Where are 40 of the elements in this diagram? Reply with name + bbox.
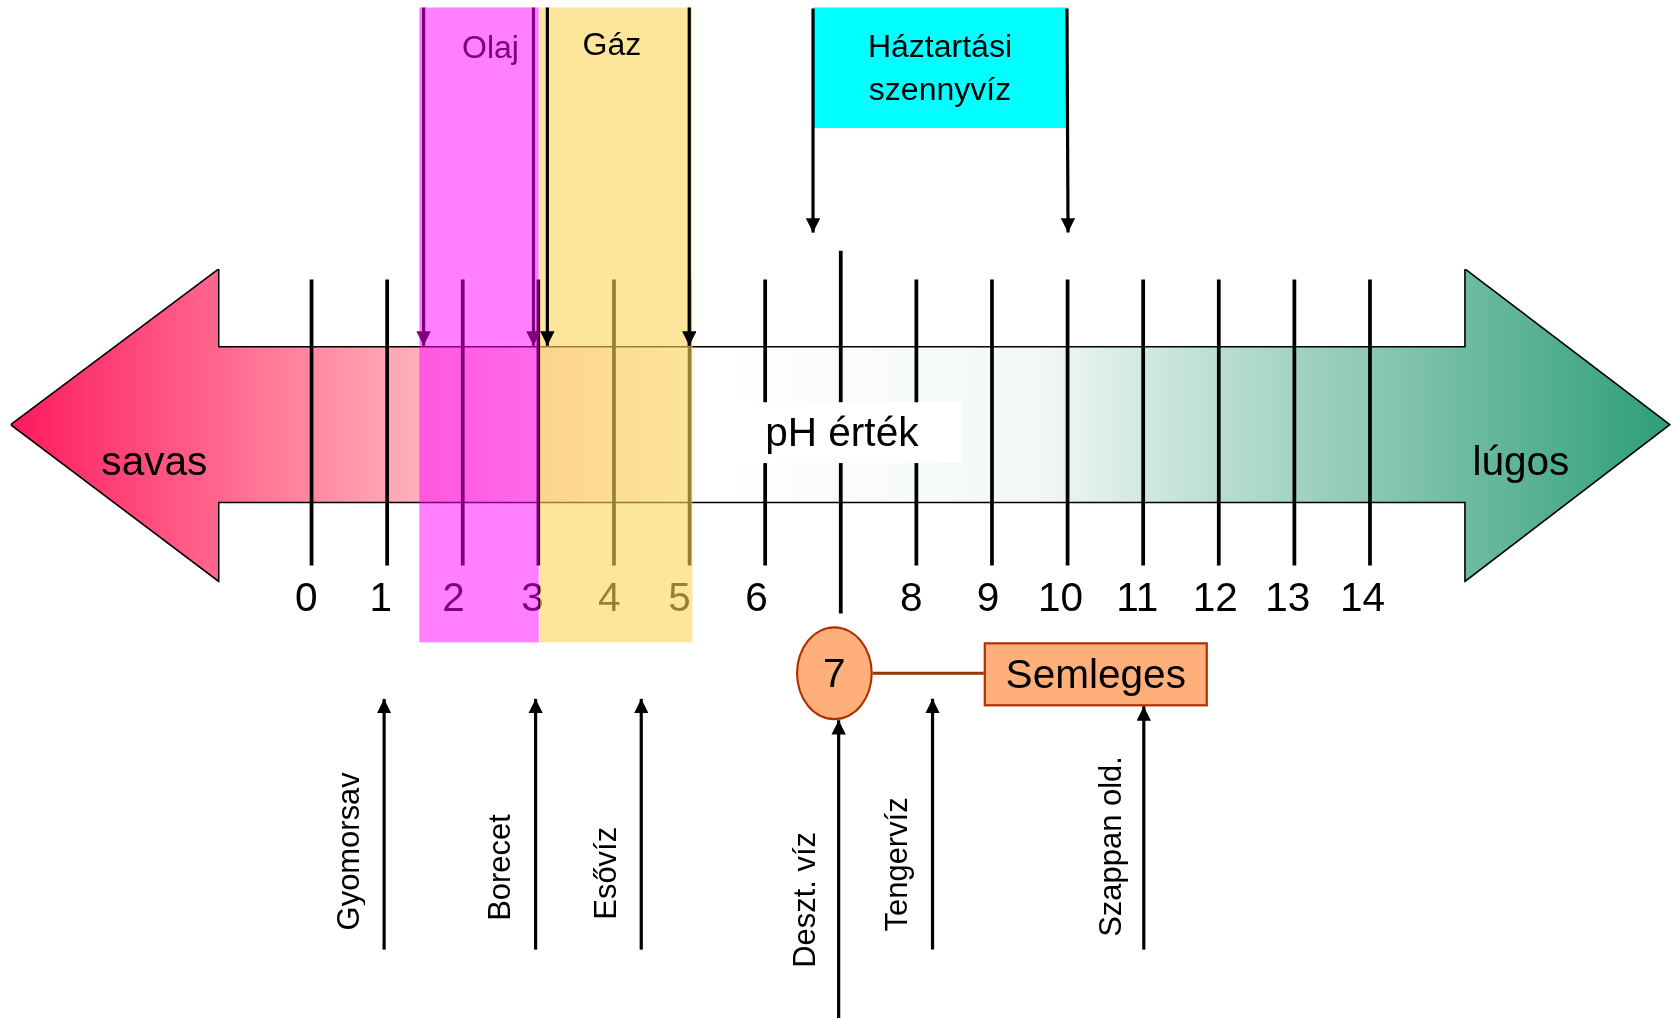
arrow xyxy=(376,698,392,950)
arrow xyxy=(831,720,846,1018)
tick-label: 11 xyxy=(1115,576,1160,621)
arrow xyxy=(1060,8,1076,233)
arrow xyxy=(682,7,697,346)
arrow xyxy=(416,7,431,346)
label-box: Semleges xyxy=(983,642,1208,707)
band-label: Gáz xyxy=(582,26,642,62)
arrow xyxy=(925,698,940,950)
direction-label: lúgos xyxy=(1472,439,1570,485)
arrow xyxy=(634,698,649,950)
tick-label: 0 xyxy=(293,576,319,621)
band-label: Olaj xyxy=(462,28,519,64)
arrow xyxy=(528,698,543,950)
tick-label: 4 xyxy=(596,576,622,621)
range-box: Háztartási szennyvíz xyxy=(813,7,1067,129)
sample-label: Tengervíz xyxy=(881,778,913,932)
tick-label: 13 xyxy=(1264,576,1312,621)
tick-label: 12 xyxy=(1191,576,1239,621)
arrow xyxy=(526,7,541,346)
sample-label: Gyomorsav xyxy=(332,768,364,931)
sample-label: Borecet xyxy=(484,798,516,921)
tick-label: 14 xyxy=(1338,576,1387,621)
tick-label: 8 xyxy=(898,576,924,621)
arrow xyxy=(540,7,555,346)
double-arrow xyxy=(10,268,1671,583)
connector-line xyxy=(872,671,984,675)
tick-label: 5 xyxy=(667,576,692,621)
tick-label: 6 xyxy=(744,576,769,621)
tick-label: 9 xyxy=(975,576,1001,621)
sample-label: Szappan old. xyxy=(1095,746,1127,937)
value-circle: 7 xyxy=(795,626,873,721)
tick-label: 1 xyxy=(368,576,394,621)
arrow xyxy=(805,8,821,233)
tick-label: 10 xyxy=(1037,576,1085,621)
arrow xyxy=(1136,706,1151,950)
direction-label: savas xyxy=(101,439,208,485)
tick-label: 2 xyxy=(441,576,466,621)
sample-label: Esővíz xyxy=(590,813,621,920)
sample-label: Deszt. víz xyxy=(789,802,821,968)
